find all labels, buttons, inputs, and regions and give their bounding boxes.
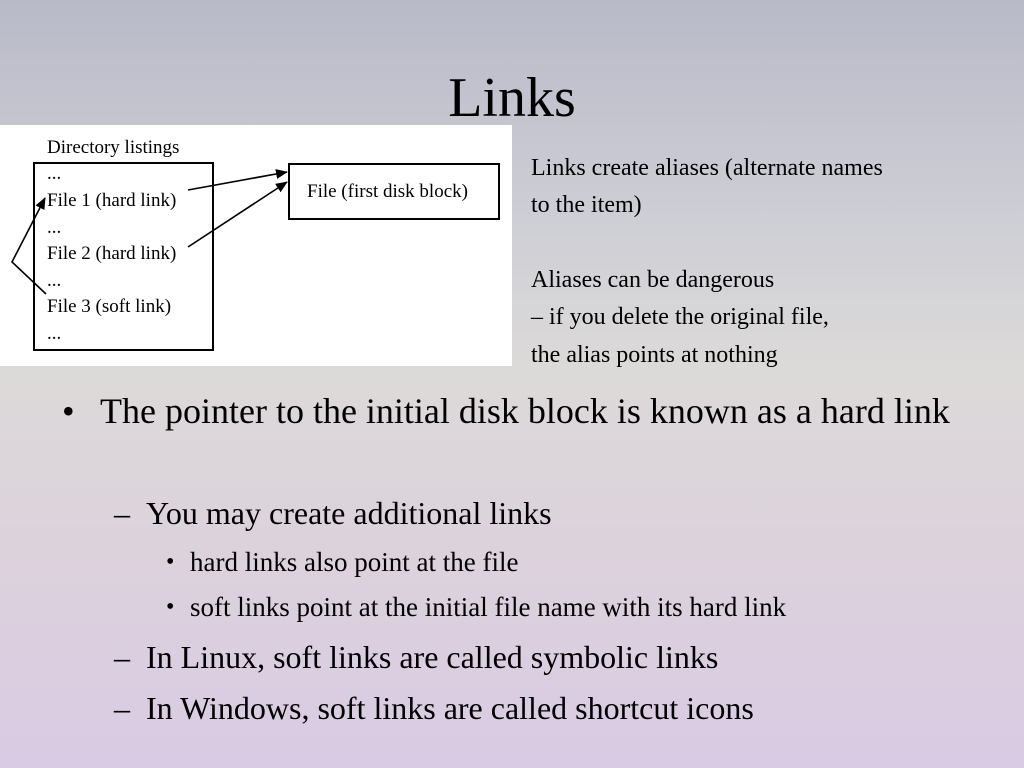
file-block-box: File (first disk block) [288,163,500,220]
listing-item: File 3 (soft link) [47,296,172,317]
bullet-text: The pointer to the initial disk block is… [100,391,950,431]
arrow-file1-to-file [187,169,288,191]
dash-marker: – [114,690,130,726]
directory-box [33,162,214,351]
sub-bullet-text: You may create additional links [146,495,552,531]
listing-item: File 2 (hard link) [47,243,177,264]
dot-marker: • [166,594,175,620]
directory-heading: Directory listings [47,137,180,158]
listing-item: File 1 (hard link) [47,190,177,211]
sub-sub-bullet-text: soft links point at the initial file nam… [190,592,787,622]
listing-item: ... [47,323,62,344]
note-line: – if you delete the original file, [531,304,829,330]
listing-item: ... [47,270,62,291]
dot-marker: • [166,549,175,575]
note-line: to the item) [531,192,642,218]
dash-marker: – [114,639,130,675]
slide-title: Links [448,67,576,129]
listing-item: ... [47,163,62,184]
note-line: Links create aliases (alternate names [531,155,883,181]
listing-item: ... [47,217,62,238]
note-line: Aliases can be dangerous [531,267,775,293]
bullet-marker: • [62,391,75,431]
sub-sub-bullet-text: hard links also point at the file [190,547,519,577]
arrow-file2-to-file [187,181,288,248]
note-line: the alias points at nothing [531,342,778,368]
sub-bullet-text: In Windows, soft links are called shortc… [146,690,754,726]
dash-marker: – [114,495,130,531]
sub-bullet-text: In Linux, soft links are called symbolic… [146,639,719,675]
